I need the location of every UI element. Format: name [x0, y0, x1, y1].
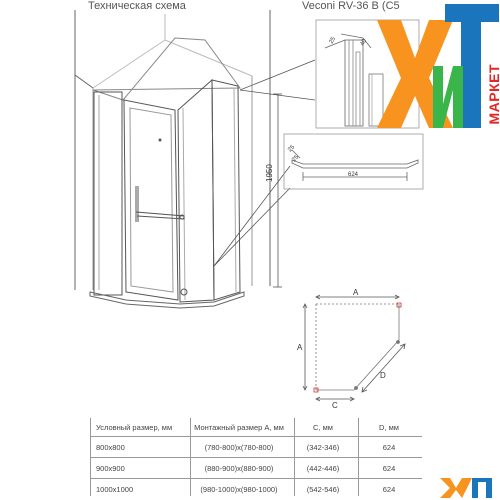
cell-mounting-size: (880-900)х(880-900) [188, 457, 290, 479]
cell-nominal-size: 900х900 [90, 457, 188, 479]
profile-depth-label: 40 [360, 38, 369, 47]
cell-nominal-size: 1000х1000 [96, 484, 134, 494]
profile-width-label: 25 [329, 36, 338, 45]
plan-label-c: C [332, 401, 338, 410]
table-row: 900х900 (880-900)х(880-900) (442-446) 62… [90, 457, 422, 479]
handle-offset-label: 25 [287, 144, 296, 153]
plan-label-d: D [380, 371, 386, 380]
cell-d: 624 [356, 436, 422, 458]
cell-d: 624 [356, 457, 422, 479]
cell-c: (442-446) [290, 457, 356, 479]
height-dimension [273, 93, 282, 288]
drain-icon [180, 288, 188, 296]
header-mounting-size: Монтажный размер А, мм [188, 418, 290, 437]
handle-depth-label: 25 [291, 154, 300, 163]
cell-mounting-size: (780-800)х(780-800) [188, 436, 290, 458]
plan-view [313, 302, 402, 393]
cell-d: 624 [382, 484, 396, 494]
table-row: 800х800 (780-800)х(780-800) (342-346) 62… [90, 436, 422, 458]
sheet-title: Техническая схема [88, 0, 186, 12]
plan-label-a-top: A [353, 288, 359, 297]
table-row: 1000х1000 (980-1000)х(980-1000) (542-546… [90, 479, 422, 500]
header-d: D, мм [356, 418, 422, 437]
header-c: С, мм [290, 418, 356, 437]
logo-subtitle: МАРКЕТ [486, 64, 500, 125]
cell-nominal-size: 800х800 [90, 436, 188, 458]
table-header-row: Условный размер, мм Монтажный размер А, … [90, 418, 422, 437]
plan-dimensions [302, 294, 406, 402]
height-label: 1950 [265, 164, 274, 182]
handle-callout [283, 133, 424, 190]
cell-mounting-size: (980-1000)х(980-1000) [200, 484, 278, 494]
hit-market-logo [377, 4, 499, 128]
shower-enclosure [89, 37, 245, 309]
size-spec-table: Условный размер, мм Монтажный размер А, … [90, 418, 422, 499]
room-walls [74, 10, 271, 290]
header-nominal-size: Условный размер, мм [90, 418, 188, 437]
logo-letter-t [445, 4, 499, 128]
model-title: Veconi RV-36 B (C5 [302, 0, 400, 12]
hit-market-logo-small [440, 478, 492, 498]
cell-c: (542-546) [306, 484, 340, 494]
cell-c: (342-346) [290, 436, 356, 458]
door-handle-icon [135, 186, 185, 222]
logo-letter-i [433, 66, 463, 128]
handle-length-label: 624 [348, 172, 359, 178]
plan-label-a-left: A [297, 343, 303, 352]
